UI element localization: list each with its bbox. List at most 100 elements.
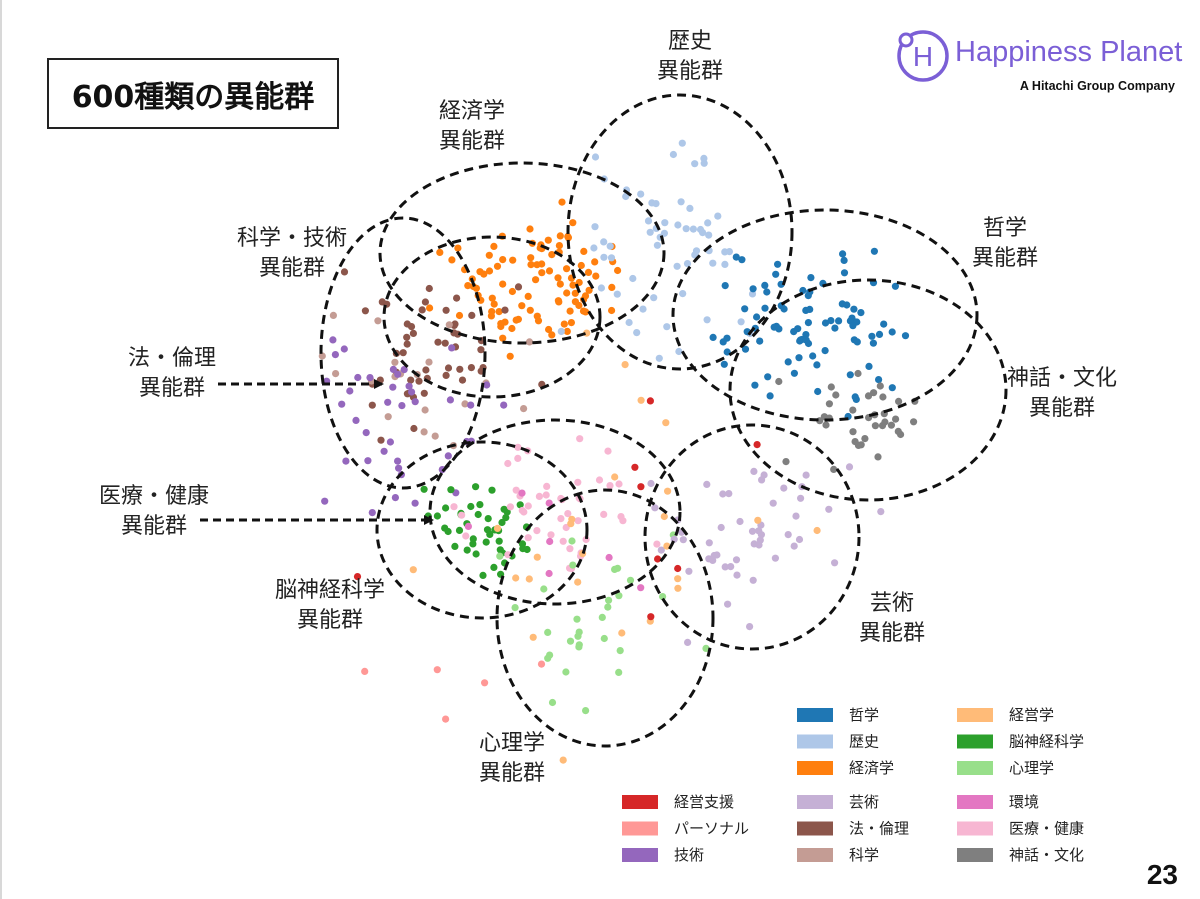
scatter-point — [782, 458, 790, 466]
scatter-point — [455, 526, 464, 535]
cluster-label: 異能群 — [297, 608, 363, 633]
scatter-point — [653, 540, 661, 548]
scatter-point — [502, 514, 510, 522]
scatter-point — [580, 247, 588, 255]
legend-label: 心理学 — [1009, 759, 1054, 777]
scatter-point — [445, 321, 453, 329]
scatter-point — [685, 567, 693, 575]
legend-swatch — [797, 734, 833, 749]
scatter-point — [784, 531, 792, 539]
legend-label: 医療・健康 — [1009, 820, 1084, 838]
scatter-point — [499, 256, 507, 264]
scatter-point — [415, 377, 423, 385]
cluster-label: 異能群 — [972, 246, 1038, 271]
happiness-planet-logo-icon: H — [897, 30, 949, 82]
scatter-point — [881, 418, 889, 426]
scatter-point — [659, 593, 667, 601]
scatter-point — [592, 272, 600, 280]
scatter-point — [544, 236, 552, 244]
scatter-point — [686, 204, 694, 212]
cluster-outline — [319, 216, 487, 490]
scatter-point — [495, 308, 503, 316]
scatter-point — [567, 520, 575, 528]
scatter-point — [651, 504, 659, 512]
scatter-points — [318, 139, 919, 764]
scatter-point — [705, 231, 713, 239]
scatter-point — [508, 324, 516, 333]
scatter-point — [469, 535, 477, 543]
scatter-point — [448, 256, 456, 264]
scatter-point — [598, 613, 606, 622]
scatter-point — [524, 502, 532, 510]
scatter-point — [448, 344, 456, 352]
scatter-point — [717, 523, 725, 532]
legend-swatch — [957, 795, 993, 809]
scatter-point — [797, 494, 805, 502]
scatter-point — [660, 512, 668, 521]
page-number: 23 — [1146, 859, 1178, 890]
scatter-point — [807, 274, 815, 282]
cluster-label: 異能群 — [139, 376, 205, 401]
scatter-point — [472, 483, 480, 491]
scatter-point — [546, 537, 554, 546]
scatter-point — [615, 668, 623, 677]
scatter-point — [891, 282, 900, 290]
scatter-point — [574, 478, 582, 486]
scatter-point — [410, 424, 418, 433]
scatter-point — [840, 256, 848, 264]
scatter-point — [584, 268, 593, 276]
scatter-point — [736, 517, 744, 526]
scatter-point — [761, 281, 769, 289]
legend-swatch — [622, 795, 658, 809]
cluster-label: 経済学 — [439, 99, 505, 124]
scatter-point — [794, 325, 802, 333]
scatter-point — [398, 402, 406, 410]
legend-swatch — [957, 761, 993, 775]
scatter-point — [544, 628, 552, 637]
scatter-point — [802, 471, 810, 479]
scatter-point — [555, 242, 564, 250]
scatter-point — [573, 615, 581, 623]
scatter-point — [846, 371, 854, 379]
scatter-point — [625, 318, 633, 327]
scatter-point — [749, 576, 757, 584]
scatter-point — [391, 494, 399, 502]
scatter-point — [725, 490, 733, 498]
scatter-point — [657, 546, 665, 554]
cluster-outline — [378, 161, 666, 345]
legend-swatch — [797, 708, 833, 722]
scatter-point — [525, 575, 533, 583]
scatter-point — [622, 192, 630, 201]
cluster-labels: 歴史異能群経済学異能群哲学異能群科学・技術異能群神話・文化異能群法・倫理異能群医… — [99, 29, 1117, 786]
scatter-point — [605, 596, 613, 604]
scatter-point — [608, 283, 616, 291]
scatter-point — [569, 281, 577, 289]
cluster-label: 科学・技術 — [237, 226, 347, 251]
scatter-point — [721, 282, 729, 290]
scatter-point — [721, 563, 729, 571]
scatter-point — [389, 383, 397, 391]
scatter-point — [758, 476, 766, 484]
cluster-outline — [566, 93, 794, 371]
scatter-point — [384, 413, 392, 421]
scatter-point — [674, 564, 682, 573]
scatter-point — [804, 292, 812, 300]
scatter-point — [637, 584, 645, 592]
scatter-point — [542, 491, 550, 499]
cluster-label: 異能群 — [439, 129, 505, 154]
scatter-point — [795, 535, 804, 544]
scatter-point — [482, 538, 490, 546]
scatter-point — [524, 292, 532, 300]
scatter-point — [653, 241, 662, 249]
scatter-point — [499, 334, 507, 342]
cluster-label: 神話・文化 — [1007, 366, 1117, 391]
scatter-point — [590, 244, 598, 252]
scatter-point — [548, 251, 556, 259]
scatter-point — [870, 389, 878, 397]
scatter-point — [527, 254, 535, 262]
scatter-point — [738, 256, 746, 264]
scatter-point — [840, 269, 849, 277]
scatter-point — [600, 253, 608, 261]
scatter-point — [571, 298, 580, 306]
page-title: 600種類の異能群 — [47, 58, 339, 129]
